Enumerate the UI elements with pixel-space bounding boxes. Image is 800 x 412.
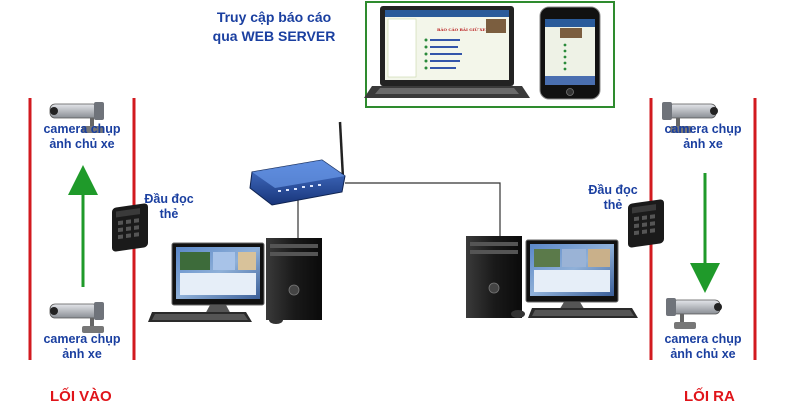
label-line: ảnh xe — [683, 137, 723, 151]
web-server-title: Truy cập báo cáo qua WEB SERVER — [194, 8, 354, 46]
entrance-camera-bottom-label: camera chụp ảnh xe — [30, 332, 134, 362]
laptop-icon — [364, 6, 530, 98]
label-line: Đầu đọc — [144, 192, 194, 206]
label-line: camera chụp — [664, 122, 742, 136]
label-line: camera chụp — [43, 332, 121, 346]
exit-label: LỐI RA — [684, 388, 735, 405]
camera-icon — [666, 298, 722, 329]
label-line: thẻ — [159, 207, 179, 221]
network-links — [297, 182, 501, 238]
card-reader-icon — [628, 199, 664, 248]
web-server-title-line2: qua WEB SERVER — [212, 28, 336, 44]
entrance-camera-top-label: camera chụp ảnh chủ xe — [30, 122, 134, 152]
card-reader-icon — [112, 203, 148, 252]
camera-icon — [49, 102, 104, 133]
exit-camera-top-label: camera chụp ảnh xe — [650, 122, 756, 152]
label-line: thẻ — [603, 198, 623, 212]
exit-reader-label: Đầu đọc thẻ — [580, 183, 646, 213]
label-line: ảnh chủ xe — [49, 137, 115, 151]
label-line: ảnh xe — [62, 347, 102, 361]
label-line: ảnh chủ xe — [670, 347, 736, 361]
exit-camera-bottom-label: camera chụp ảnh chủ xe — [650, 332, 756, 362]
web-server-title-line1: Truy cập báo cáo — [216, 9, 332, 25]
entrance-label: LỐI VÀO — [50, 388, 112, 405]
camera-icon — [49, 302, 104, 333]
entrance-reader-label: Đầu đọc thẻ — [136, 192, 202, 222]
smartphone-icon — [539, 6, 601, 100]
camera-icon — [662, 102, 718, 133]
router-icon — [249, 121, 346, 206]
desktop-pc-icon — [466, 236, 638, 318]
label-line: Đầu đọc — [588, 183, 638, 197]
desktop-pc-icon — [148, 238, 322, 324]
label-line: camera chụp — [664, 332, 742, 346]
label-line: camera chụp — [43, 122, 121, 136]
report-heading: BÁO CÁO BÃI GIỮ XE — [437, 27, 486, 32]
